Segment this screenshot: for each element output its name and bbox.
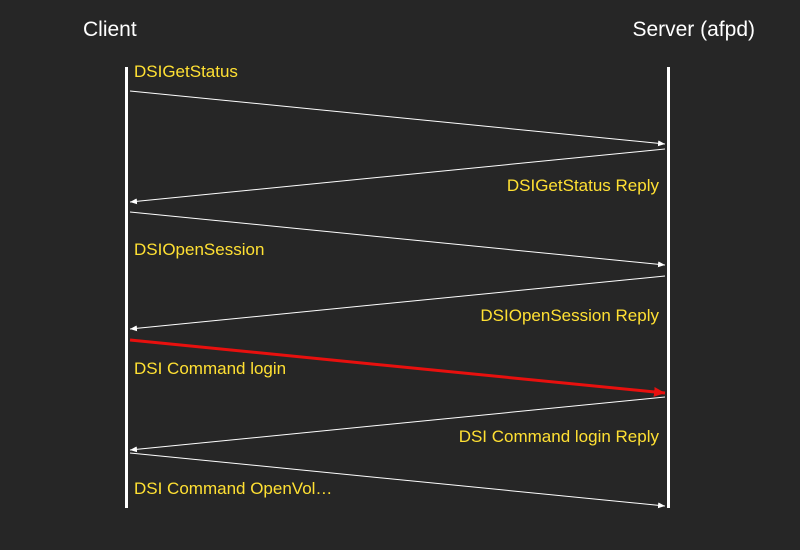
- message-arrow-dsiopensession-reply: [129, 275, 666, 332]
- message-label-dsiopensession: DSIOpenSession: [134, 240, 265, 259]
- message-label-dsi-command-login-reply: DSI Command login Reply: [458, 427, 659, 446]
- message-label-dsi-command-openvol: DSI Command OpenVol…: [134, 479, 333, 498]
- message-label-dsigetstatus: DSIGetStatus: [134, 62, 238, 81]
- client-participant-label: Client: [83, 18, 137, 41]
- message-label-dsiopensession-reply: DSIOpenSession Reply: [480, 306, 659, 325]
- server-participant-label: Server (afpd): [632, 18, 755, 41]
- message-arrow-dsigetstatus: [129, 90, 666, 147]
- message-label-dsi-command-login: DSI Command login: [134, 359, 287, 378]
- message-arrow-dsigetstatus-reply: [129, 148, 666, 205]
- message-arrow-dsi-command-openvol: [129, 452, 666, 509]
- message-arrow-dsiopensession: [129, 211, 666, 268]
- message-arrow-dsi-command-login-reply: [129, 396, 666, 453]
- message-label-dsigetstatus-reply: DSIGetStatus Reply: [506, 176, 659, 195]
- message-arrow-dsi-command-login: [129, 338, 666, 397]
